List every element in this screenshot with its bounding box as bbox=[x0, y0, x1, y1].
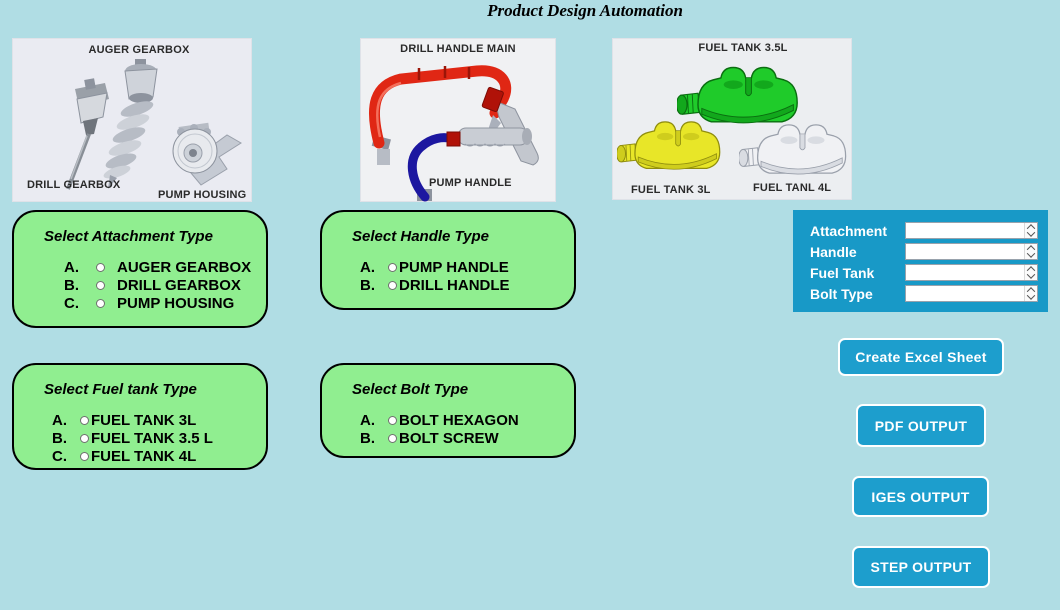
bolt-spinner bbox=[1024, 286, 1037, 301]
option-letter: B. bbox=[360, 429, 375, 447]
fuel-tank-4l-label: FUEL TANL 4L bbox=[753, 182, 832, 194]
option-letter: B. bbox=[52, 429, 67, 447]
attachment-value-field[interactable] bbox=[905, 222, 1038, 239]
fuel-tank-4l-image bbox=[739, 124, 846, 175]
fueltank-option-a-radio[interactable] bbox=[80, 415, 89, 425]
option-label: PUMP HANDLE bbox=[399, 258, 509, 276]
attachment-image-panel: AUGER GEARBOX DRILL GEARBOX PUMP HOUSING bbox=[12, 38, 252, 202]
spinner-down-button[interactable] bbox=[1025, 270, 1037, 281]
fueltank-option-b: B. FUEL TANK 3.5 L bbox=[52, 429, 266, 447]
pump-handle-label: PUMP HANDLE bbox=[429, 177, 512, 189]
fueltank-value-field[interactable] bbox=[905, 264, 1038, 281]
fueltank-summary-row: Fuel Tank bbox=[810, 264, 1038, 281]
handle-option-a: A. PUMP HANDLE bbox=[360, 258, 574, 276]
spinner-down-button[interactable] bbox=[1025, 249, 1037, 260]
fuel-tank-35l-label: FUEL TANK 3.5L bbox=[698, 42, 788, 54]
attachment-option-a: A. AUGER GEARBOX bbox=[64, 258, 266, 276]
chevron-down-icon bbox=[1026, 228, 1036, 238]
chevron-down-icon bbox=[1026, 291, 1036, 301]
attachment-option-b: B. DRILL GEARBOX bbox=[64, 276, 266, 294]
option-letter: A. bbox=[360, 411, 375, 429]
option-label: FUEL TANK 3.5 L bbox=[91, 429, 213, 447]
fueltank-selection-box: Select Fuel tank Type A. FUEL TANK 3L B.… bbox=[12, 363, 268, 470]
pump-housing-label: PUMP HOUSING bbox=[158, 189, 247, 201]
fuel-tank-image-panel: FUEL TANK 3.5L FUEL TANK 3L FUEL TANL 4L bbox=[612, 38, 852, 200]
auger-gearbox-image bbox=[103, 59, 158, 189]
fueltank-option-c: C. FUEL TANK 4L bbox=[52, 447, 266, 465]
fueltank-option-c-radio[interactable] bbox=[80, 451, 89, 461]
handle-option-b-radio[interactable] bbox=[388, 280, 397, 290]
bolt-selection-box: Select Bolt Type A. BOLT HEXAGON B. BOLT… bbox=[320, 363, 576, 458]
bolt-summary-row: Bolt Type bbox=[810, 285, 1038, 302]
handle-summary-row: Handle bbox=[810, 243, 1038, 260]
page-title: Product Design Automation bbox=[487, 1, 683, 20]
handle-option-b: B. DRILL HANDLE bbox=[360, 276, 574, 294]
handle-option-a-radio[interactable] bbox=[388, 262, 397, 272]
fueltank-box-title: Select Fuel tank Type bbox=[44, 381, 197, 398]
option-letter: B. bbox=[64, 276, 79, 294]
fueltank-spinner bbox=[1024, 265, 1037, 280]
handle-parts-image bbox=[368, 65, 539, 202]
option-letter: C. bbox=[64, 294, 79, 312]
option-label: BOLT SCREW bbox=[399, 429, 499, 447]
option-letter: B. bbox=[360, 276, 375, 294]
attachment-spinner bbox=[1024, 223, 1037, 238]
handle-summary-label: Handle bbox=[810, 243, 857, 260]
attachment-option-a-radio[interactable] bbox=[96, 262, 105, 272]
bolt-option-b: B. BOLT SCREW bbox=[360, 429, 574, 447]
spinner-down-button[interactable] bbox=[1025, 228, 1037, 239]
auger-gearbox-label: AUGER GEARBOX bbox=[88, 44, 190, 56]
pump-housing-image bbox=[172, 122, 242, 186]
create-excel-sheet-button[interactable]: Create Excel Sheet bbox=[838, 338, 1004, 376]
bolt-value-field[interactable] bbox=[905, 285, 1038, 302]
option-label: FUEL TANK 4L bbox=[91, 447, 197, 465]
option-letter: A. bbox=[52, 411, 67, 429]
attachment-option-c: C. PUMP HOUSING bbox=[64, 294, 266, 312]
attachment-summary-row: Attachment bbox=[810, 222, 1038, 239]
handle-value-field[interactable] bbox=[905, 243, 1038, 260]
fuel-tank-3l-image bbox=[617, 121, 720, 170]
option-label: AUGER GEARBOX bbox=[117, 258, 252, 276]
iges-output-button[interactable]: IGES OUTPUT bbox=[852, 476, 989, 517]
handle-box-title: Select Handle Type bbox=[352, 228, 489, 245]
attachment-option-c-radio[interactable] bbox=[96, 298, 105, 308]
option-label: BOLT HEXAGON bbox=[399, 411, 519, 429]
chevron-down-icon bbox=[1026, 270, 1036, 280]
option-letter: A. bbox=[64, 258, 79, 276]
fuel-tank-3l-label: FUEL TANK 3L bbox=[631, 184, 711, 196]
pump-handle-image bbox=[407, 127, 532, 202]
drill-gearbox-label: DRILL GEARBOX bbox=[27, 179, 121, 191]
option-label: DRILL HANDLE bbox=[399, 276, 510, 294]
output-summary-panel: Attachment Handle Fuel Tank bbox=[793, 210, 1048, 312]
attachment-selection-box: Select Attachment Type A. AUGER GEARBOX … bbox=[12, 210, 268, 328]
fueltank-summary-label: Fuel Tank bbox=[810, 264, 875, 281]
pdf-output-button[interactable]: PDF OUTPUT bbox=[856, 404, 986, 447]
option-label: DRILL GEARBOX bbox=[117, 276, 241, 294]
option-letter: A. bbox=[360, 258, 375, 276]
attachment-summary-label: Attachment bbox=[810, 222, 888, 239]
handle-image-panel: DRILL HANDLE MAIN PUMP HANDLE bbox=[360, 38, 556, 202]
handle-spinner bbox=[1024, 244, 1037, 259]
chevron-down-icon bbox=[1026, 249, 1036, 259]
spinner-down-button[interactable] bbox=[1025, 291, 1037, 302]
handle-selection-box: Select Handle Type A. PUMP HANDLE B. DRI… bbox=[320, 210, 576, 310]
attachment-option-b-radio[interactable] bbox=[96, 280, 105, 290]
bolt-summary-label: Bolt Type bbox=[810, 285, 873, 302]
fueltank-option-a: A. FUEL TANK 3L bbox=[52, 411, 266, 429]
fueltank-option-b-radio[interactable] bbox=[80, 433, 89, 443]
option-label: PUMP HOUSING bbox=[117, 294, 235, 312]
bolt-box-title: Select Bolt Type bbox=[352, 381, 469, 398]
attachment-parts-image bbox=[66, 59, 242, 190]
bolt-option-a-radio[interactable] bbox=[388, 415, 397, 425]
option-label: FUEL TANK 3L bbox=[91, 411, 197, 429]
drill-handle-image bbox=[368, 65, 539, 166]
attachment-box-title: Select Attachment Type bbox=[44, 228, 213, 245]
bolt-option-b-radio[interactable] bbox=[388, 433, 397, 443]
bolt-option-a: A. BOLT HEXAGON bbox=[360, 411, 574, 429]
step-output-button[interactable]: STEP OUTPUT bbox=[852, 546, 990, 588]
drill-handle-main-label: DRILL HANDLE MAIN bbox=[400, 43, 516, 55]
drill-gearbox-image bbox=[66, 78, 109, 190]
option-letter: C. bbox=[52, 447, 67, 465]
